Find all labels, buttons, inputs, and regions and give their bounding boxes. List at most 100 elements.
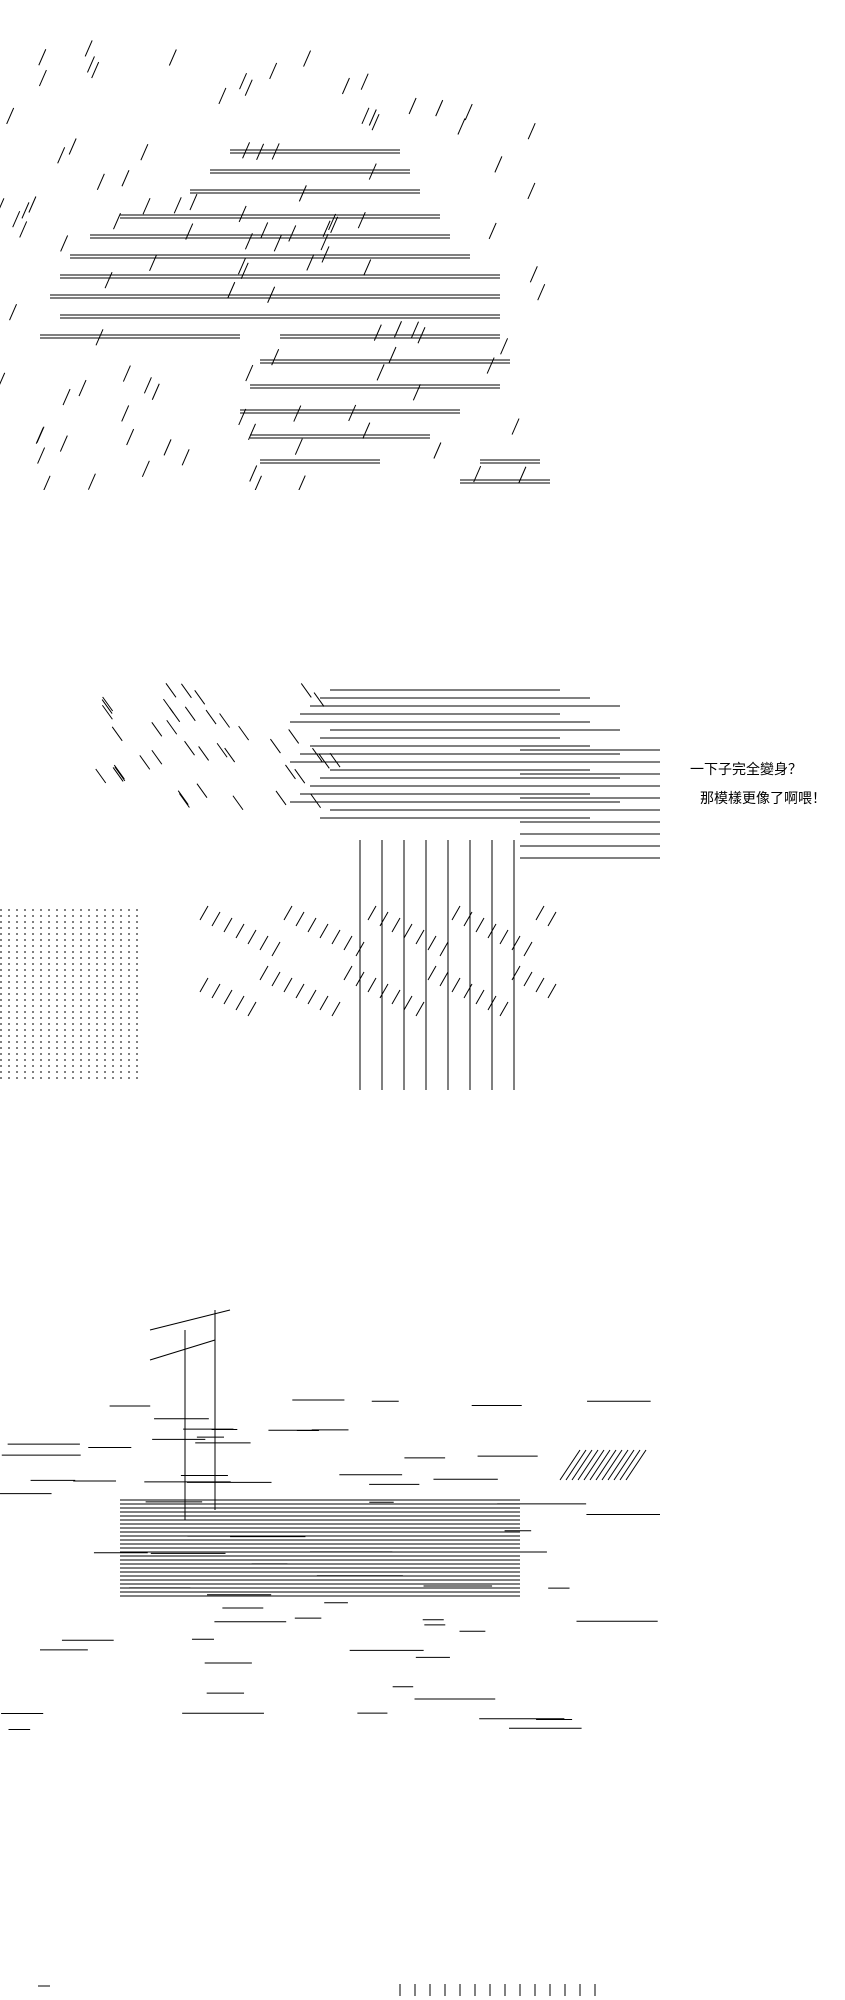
diag-hatch: [379, 983, 389, 999]
rain-stroke: [320, 233, 329, 251]
rain-stroke: [464, 103, 473, 121]
diag-hatch: [343, 965, 353, 981]
rain-stroke: [0, 372, 6, 385]
rain-stroke: [149, 254, 158, 272]
ray-stroke: [151, 749, 163, 765]
rain-stroke: [322, 220, 331, 237]
ray-stroke: [288, 729, 300, 744]
rain-stroke: [537, 283, 546, 301]
ray-stroke: [165, 683, 177, 698]
rain-stroke: [113, 212, 121, 230]
diag-hatch: [307, 917, 317, 933]
ray-stroke: [318, 754, 330, 769]
sea-dragon-panel: [0, 1270, 660, 1740]
diag-hatch: [319, 923, 329, 939]
rain-stroke: [189, 193, 198, 211]
diag-hatch: [415, 929, 425, 945]
rain-stroke: [244, 79, 253, 96]
rain-stroke: [328, 213, 337, 231]
diag-hatch: [367, 977, 377, 993]
diag-hatch: [463, 911, 473, 927]
ray-stroke: [310, 793, 321, 809]
rain-stroke: [122, 365, 131, 382]
diag-hatch: [283, 977, 293, 993]
rain-stroke: [96, 173, 105, 190]
rain-stroke: [218, 87, 227, 105]
rain-stroke: [38, 69, 47, 87]
diag-hatch: [523, 941, 533, 957]
dialogue-line-1: 一下子完全變身？: [690, 762, 802, 778]
dragon-head-jaw: [149, 1339, 216, 1361]
rain-stroke: [248, 423, 256, 441]
rain-stroke: [59, 435, 68, 452]
rain-stroke: [408, 97, 417, 115]
diag-hatch: [211, 911, 221, 927]
ray-stroke: [312, 747, 323, 763]
diag-hatch: [427, 965, 437, 981]
rain-stroke: [511, 418, 520, 435]
diag-hatch: [235, 923, 245, 939]
diag-hatch: [511, 935, 521, 951]
ray-stroke: [224, 747, 236, 763]
rain-stroke: [21, 202, 30, 219]
diag-hatch: [391, 989, 401, 1005]
rain-stroke: [35, 427, 44, 444]
ray-stroke: [184, 706, 196, 722]
tail-hatch: [619, 1449, 641, 1481]
rain-stroke: [473, 465, 482, 483]
rain-stroke: [68, 138, 77, 155]
rain-stroke: [362, 422, 371, 439]
rain-stroke: [271, 143, 280, 160]
rain-stroke: [412, 384, 421, 401]
diag-hatch: [451, 977, 461, 993]
rain-stroke: [368, 109, 377, 126]
rain-stroke: [303, 50, 312, 67]
diag-hatch: [403, 923, 413, 939]
rain-stroke: [140, 143, 149, 161]
rain-stroke: [60, 235, 69, 252]
ray-stroke: [205, 709, 217, 725]
rain-stroke: [298, 475, 306, 490]
rain-stroke: [240, 262, 249, 280]
rain-stroke: [57, 147, 66, 164]
rain-stroke: [86, 56, 95, 73]
rain-stroke: [269, 62, 278, 80]
diag-hatch: [271, 971, 281, 987]
rain-stroke: [293, 405, 302, 422]
rain-stroke: [95, 329, 104, 346]
rain-stroke: [238, 408, 247, 426]
rain-stroke: [527, 182, 536, 200]
diag-hatch: [211, 983, 221, 999]
rain-stroke: [321, 246, 330, 263]
ray-stroke: [300, 683, 312, 698]
ray-stroke: [270, 738, 281, 754]
rain-stroke: [37, 447, 46, 464]
dialogue-line-2: 那模樣更像了啊喂！: [700, 791, 826, 807]
ray-stroke: [198, 746, 210, 761]
ray-stroke: [95, 768, 107, 784]
rain-stroke: [488, 222, 497, 240]
rain-stroke: [12, 210, 21, 228]
rain-stroke: [249, 465, 258, 482]
rain-stroke: [121, 170, 130, 187]
ray-stroke: [113, 764, 125, 780]
rain-stroke: [457, 118, 466, 135]
ray-stroke: [196, 783, 208, 798]
transformation-panel: [0, 680, 845, 1100]
rain-stroke: [256, 143, 265, 161]
diag-hatch: [259, 935, 269, 951]
rain-stroke: [371, 113, 380, 131]
rain-stroke: [330, 216, 339, 233]
diag-hatch: [403, 995, 413, 1011]
rain-stroke: [78, 379, 87, 397]
rain-stroke: [163, 439, 172, 456]
rain-stroke: [260, 222, 269, 239]
diag-hatch: [415, 1001, 425, 1017]
transformation-art: [0, 683, 660, 1090]
diag-hatch: [511, 965, 521, 981]
tail-hatch: [583, 1449, 605, 1481]
rain-stroke: [43, 475, 51, 490]
rain-stroke: [363, 259, 372, 276]
diag-hatch: [199, 905, 209, 921]
diag-hatch: [343, 935, 353, 951]
